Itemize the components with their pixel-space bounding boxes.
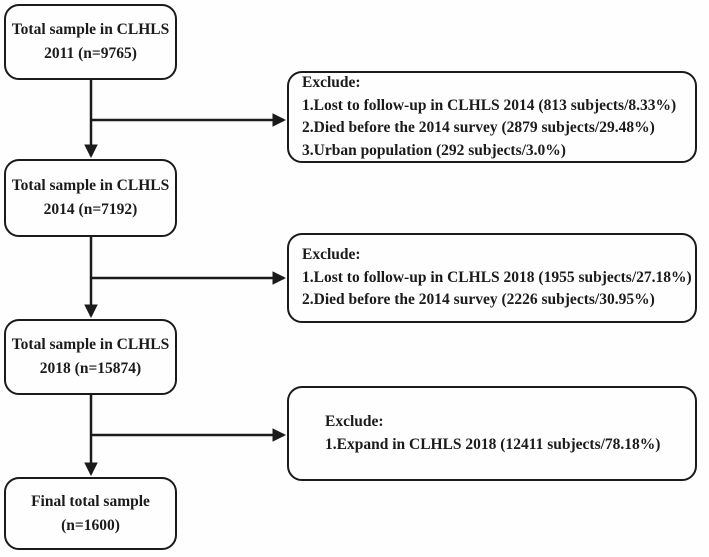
main-box-clhls-2018: Total sample in CLHLS 2018 (n=15874) — [4, 319, 177, 395]
main-box-clhls-2014: Total sample in CLHLS 2014 (n=7192) — [4, 159, 177, 237]
main-box-line: 2014 (n=7192) — [43, 201, 138, 218]
exclude-item: 1.Lost to follow-up in CLHLS 2018 (1955 … — [302, 268, 692, 286]
exclude-item: 2.Died before the 2014 survey (2226 subj… — [302, 291, 655, 309]
main-box-line: (n=1600) — [61, 516, 120, 534]
main-box-line: Total sample in CLHLS — [11, 336, 170, 353]
main-box-line: Total sample in CLHLS — [11, 21, 170, 38]
main-box-line: 2018 (n=15874) — [39, 360, 142, 377]
exclude-title: Exclude: — [302, 246, 361, 264]
main-box-clhls-2011: Total sample in CLHLS 2011 (n=9765) — [4, 4, 177, 80]
exclude-title: Exclude: — [302, 74, 361, 91]
exclude-title: Exclude: — [325, 413, 384, 430]
exclude-box-2: Exclude: 1.Lost to follow-up in CLHLS 20… — [287, 233, 697, 323]
exclude-item: 1.Lost to follow-up in CLHLS 2014 (813 s… — [302, 96, 677, 114]
exclude-item: 2.Died before the 2014 survey (2879 subj… — [302, 119, 655, 136]
main-box-line: Total sample in CLHLS — [11, 177, 170, 194]
exclude-box-1: Exclude: 1.Lost to follow-up in CLHLS 20… — [287, 71, 697, 163]
main-box-final-sample: Final total sample (n=1600) — [4, 477, 177, 550]
exclude-item: 3.Urban population (292 subjects/3.0%) — [302, 141, 566, 159]
main-box-line: 2011 (n=9765) — [44, 45, 137, 62]
main-box-line: Final total sample — [31, 492, 150, 510]
exclude-item: 1.Expand in CLHLS 2018 (12411 subjects/7… — [325, 435, 661, 453]
exclude-box-3: Exclude: 1.Expand in CLHLS 2018 (12411 s… — [287, 386, 697, 481]
